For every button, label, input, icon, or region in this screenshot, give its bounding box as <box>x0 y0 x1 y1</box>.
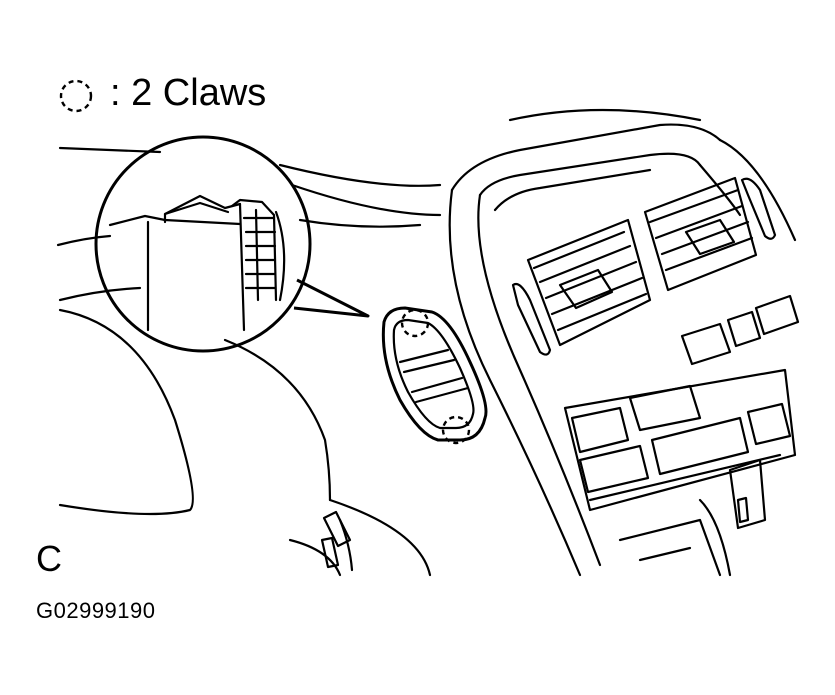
view-letter-label: C <box>36 538 62 579</box>
dashboard-outline <box>56 146 442 577</box>
claw-detail-magnifier <box>94 135 370 353</box>
center-console <box>448 108 800 577</box>
side-vent-panel <box>381 306 488 445</box>
figure-code-label: G02999190 <box>36 598 156 623</box>
legend-label: : 2 Claws <box>110 72 267 114</box>
claw-top-icon <box>400 308 430 338</box>
claw-bottom-icon <box>441 415 471 445</box>
legend-claw-symbol-icon <box>59 79 93 113</box>
